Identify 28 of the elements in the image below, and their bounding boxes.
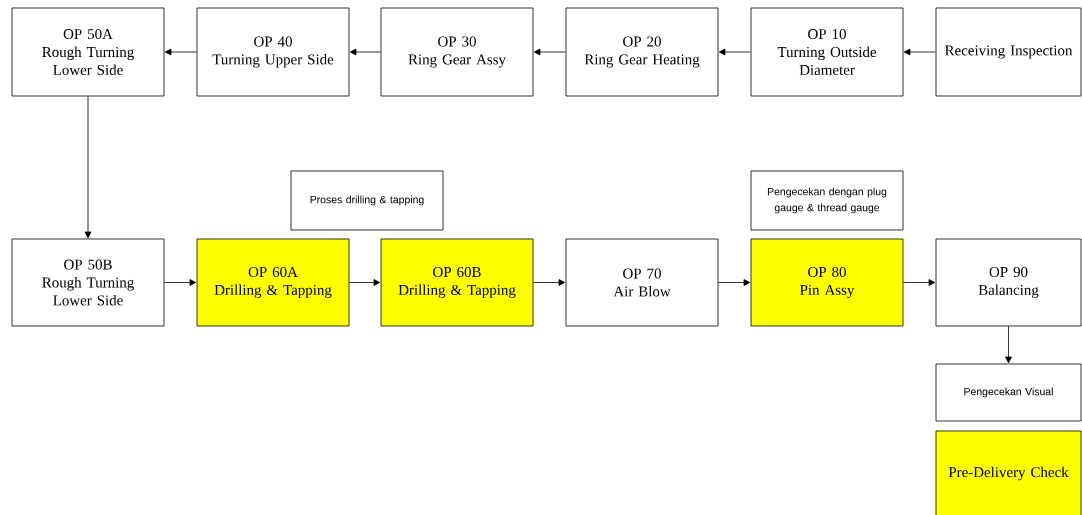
arrow xyxy=(1005,326,1012,364)
arrow xyxy=(533,279,566,286)
arrow xyxy=(533,48,566,56)
operation-box: OP 50A Rough Turning Lower Side xyxy=(11,7,165,97)
operation-box: OP 50B Rough Turning Lower Side xyxy=(11,238,165,327)
arrow xyxy=(903,279,936,286)
arrow xyxy=(903,48,936,56)
operation-box: OP 60A Drilling & Tapping xyxy=(196,238,350,327)
arrow xyxy=(164,48,197,56)
arrow xyxy=(349,279,381,286)
check-box: Pre-Delivery Check xyxy=(935,430,1082,515)
operation-box: OP 40 Turning Upper Side xyxy=(196,7,350,97)
operation-box: OP 10 Turning Outside Diameter xyxy=(750,7,904,97)
operation-box: OP 30 Ring Gear Assy xyxy=(380,7,534,97)
operation-box: OP 60B Drilling & Tapping xyxy=(380,238,534,327)
arrow xyxy=(718,48,751,56)
arrow xyxy=(718,279,751,286)
operation-box: Receiving Inspection xyxy=(935,7,1082,97)
operation-box: OP 90 Balancing xyxy=(935,238,1082,327)
arrow xyxy=(84,96,92,239)
operation-box: OP 70 Air Blow xyxy=(565,238,719,327)
arrow xyxy=(349,48,381,56)
inspection-box: Pengecekan Visual xyxy=(935,363,1082,422)
note-box: Pengecekan dengan plug gauge & thread gauge xyxy=(750,170,904,231)
operation-box: OP 20 Ring Gear Heating xyxy=(565,7,719,97)
operation-box: OP 80 Pin Assy xyxy=(750,238,904,327)
note-box: Proses drilling & tapping xyxy=(290,170,444,231)
arrow xyxy=(164,279,197,286)
